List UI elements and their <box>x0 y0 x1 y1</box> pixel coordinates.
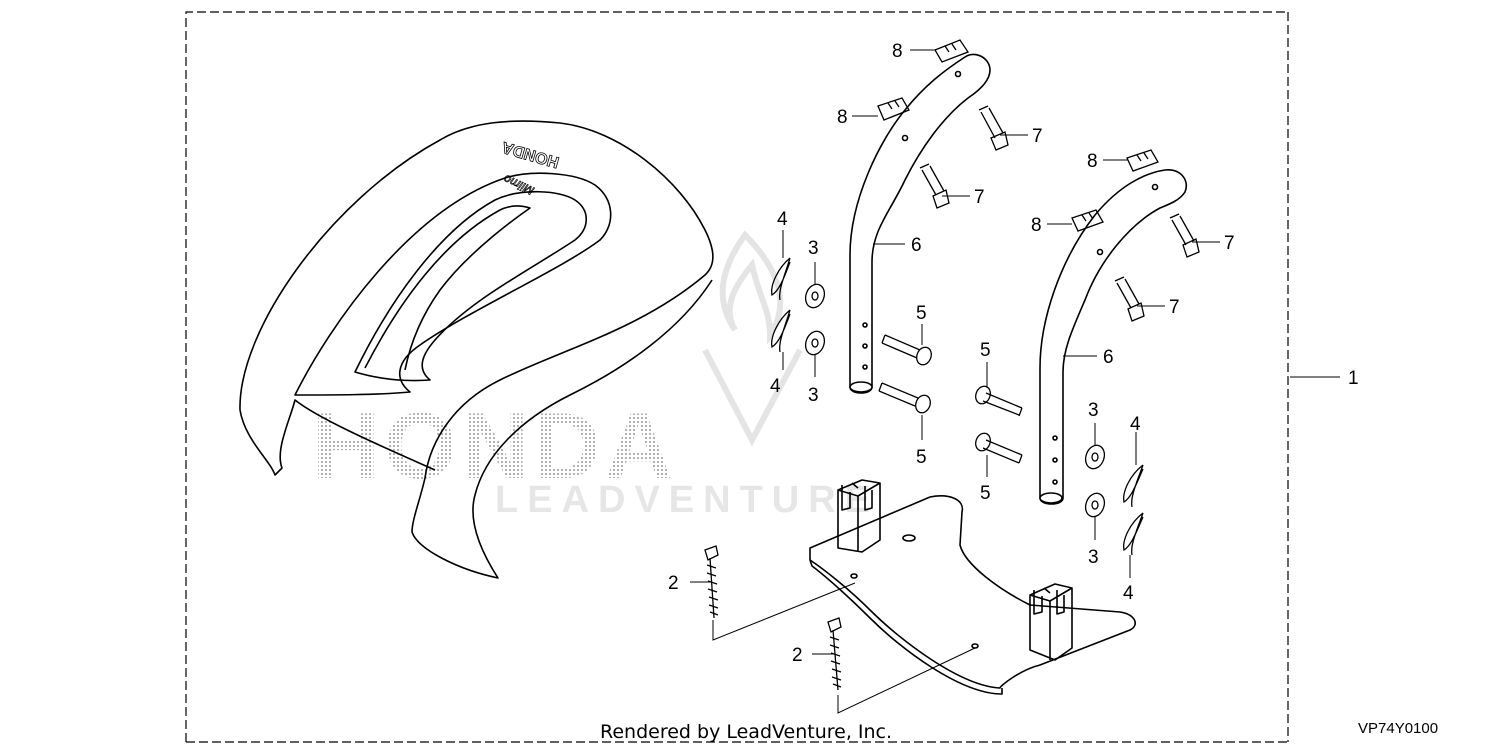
cover-logo: HONDA <box>500 138 562 171</box>
callout-6: 6 <box>1103 347 1114 368</box>
front-cover <box>239 120 714 579</box>
callout-8: 8 <box>837 107 848 128</box>
callout-7: 7 <box>1032 126 1043 147</box>
callout-4: 4 <box>1123 583 1134 604</box>
callout-4: 4 <box>777 209 788 230</box>
callout-6: 6 <box>911 235 922 256</box>
callout-2: 2 <box>668 573 679 594</box>
callout-labels: 1 2 2 3 3 3 3 4 4 4 4 5 5 5 5 6 6 7 7 7 … <box>668 41 1359 666</box>
tapping-screw-icon <box>704 545 842 691</box>
cover-decal: HONDA Miimo <box>499 137 562 198</box>
r-clip-icon <box>771 257 1144 556</box>
callout-5: 5 <box>916 303 927 324</box>
watermark: HONDA LEADVENTURE <box>312 230 879 521</box>
callout-5: 5 <box>980 483 991 504</box>
watermark-brand: HONDA <box>312 393 677 498</box>
callout-7: 7 <box>1169 297 1180 318</box>
callout-3: 3 <box>1088 400 1099 421</box>
handle-bar-right <box>1039 169 1187 505</box>
callout-4: 4 <box>770 376 781 397</box>
callout-3: 3 <box>1088 547 1099 568</box>
leader-lines <box>690 49 1340 714</box>
clevis-pin-icon <box>878 334 1023 464</box>
callout-8: 8 <box>1031 215 1042 236</box>
callout-5: 5 <box>980 340 991 361</box>
render-credit: Rendered by LeadVenture, Inc. <box>600 721 892 743</box>
assembly-frame <box>185 11 1289 742</box>
base-plate <box>809 479 1136 695</box>
callout-8: 8 <box>1087 151 1098 172</box>
callout-8: 8 <box>892 41 903 62</box>
callout-3: 3 <box>808 385 819 406</box>
callout-2: 2 <box>792 645 803 666</box>
callout-5: 5 <box>916 447 927 468</box>
clip-nut-icon <box>877 39 1159 232</box>
diagram-part-code: VP74Y0100 <box>1358 720 1438 737</box>
washer-icon <box>804 283 1106 518</box>
flange-bolt-icon <box>919 105 1200 322</box>
callout-3: 3 <box>808 238 819 259</box>
callout-1: 1 <box>1348 368 1359 389</box>
callout-4: 4 <box>1130 414 1141 435</box>
callout-7: 7 <box>1224 233 1235 254</box>
flame-watermark-icon <box>702 230 803 447</box>
handle-bar-left <box>849 53 991 394</box>
watermark-subtitle: LEADVENTURE <box>495 479 879 521</box>
callout-7: 7 <box>974 187 985 208</box>
